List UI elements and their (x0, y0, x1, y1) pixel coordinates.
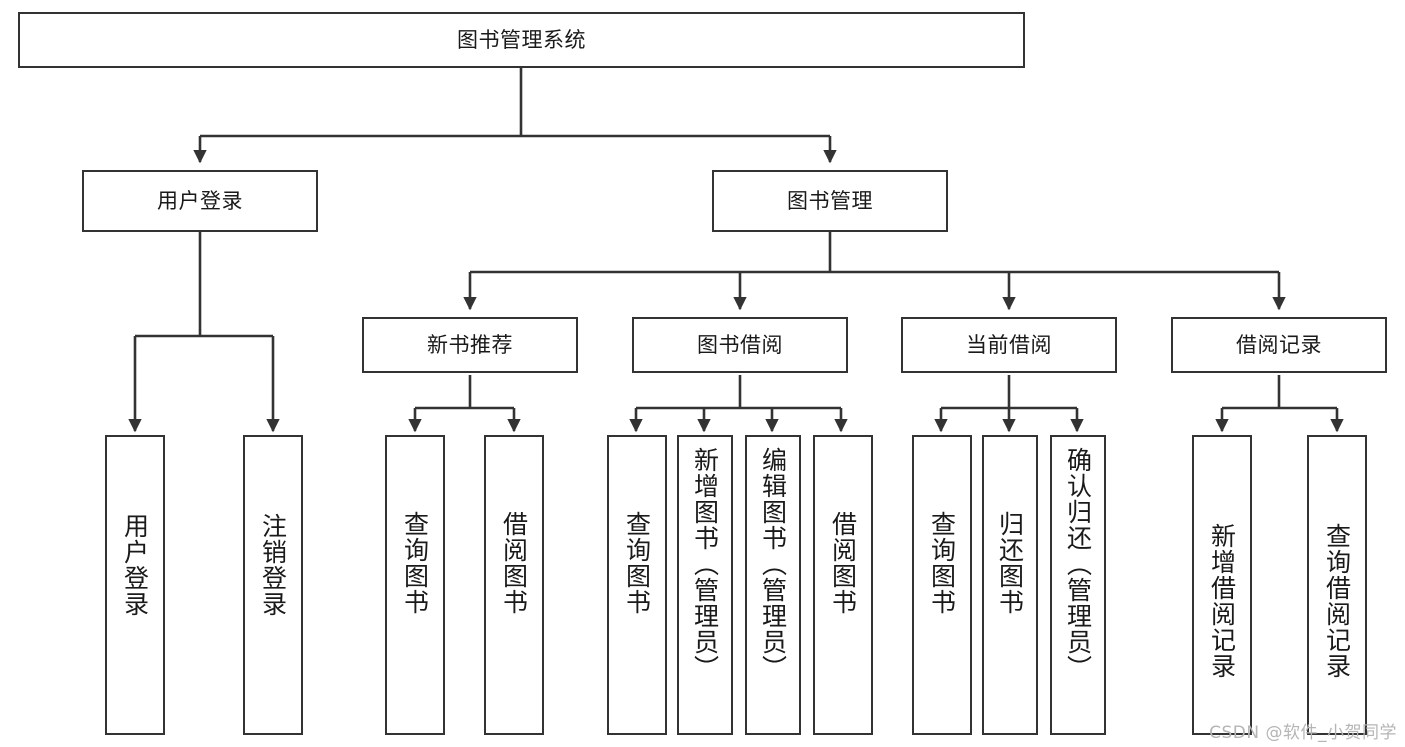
node-user-login-label: 用户登录 (157, 188, 243, 213)
node-new-book-rec-label: 新书推荐 (427, 332, 513, 357)
node-leaf-query-book-3[interactable]: 查询图书 (912, 435, 972, 735)
node-leaf-logout-login-label: 注销登录 (258, 513, 288, 617)
node-leaf-return-book-label: 归还图书 (995, 511, 1025, 615)
watermark-text: CSDN @软件_小贺同学 (1209, 723, 1397, 743)
node-new-book-rec[interactable]: 新书推荐 (362, 317, 578, 373)
node-borrow-record-label: 借阅记录 (1236, 332, 1322, 357)
node-leaf-borrow-book-2-label: 借阅图书 (828, 511, 858, 615)
node-book-manage-label: 图书管理 (787, 188, 873, 213)
node-leaf-return-book[interactable]: 归还图书 (982, 435, 1038, 735)
node-leaf-confirm-return-label: 确认归还（管理员） (1063, 447, 1093, 681)
node-leaf-query-book-1-label: 查询图书 (400, 511, 430, 615)
node-leaf-query-record-label: 查询借阅记录 (1322, 523, 1352, 679)
node-book-borrow[interactable]: 图书借阅 (632, 317, 848, 373)
node-leaf-logout-login[interactable]: 注销登录 (243, 435, 303, 735)
node-leaf-edit-book-label: 编辑图书（管理员） (758, 447, 788, 681)
node-leaf-query-book-1[interactable]: 查询图书 (385, 435, 445, 735)
node-book-manage[interactable]: 图书管理 (712, 170, 948, 232)
node-leaf-user-login-label: 用户登录 (120, 513, 150, 617)
node-leaf-borrow-book-1[interactable]: 借阅图书 (484, 435, 544, 735)
node-leaf-borrow-book-2[interactable]: 借阅图书 (813, 435, 873, 735)
node-leaf-query-book-3-label: 查询图书 (927, 511, 957, 615)
node-leaf-add-record[interactable]: 新增借阅记录 (1192, 435, 1252, 735)
node-leaf-edit-book[interactable]: 编辑图书（管理员） (745, 435, 801, 735)
node-leaf-add-book[interactable]: 新增图书（管理员） (677, 435, 733, 735)
node-leaf-query-book-2[interactable]: 查询图书 (607, 435, 667, 735)
node-root[interactable]: 图书管理系统 (18, 12, 1025, 68)
node-leaf-add-record-label: 新增借阅记录 (1207, 523, 1237, 679)
node-leaf-borrow-book-1-label: 借阅图书 (499, 511, 529, 615)
node-root-label: 图书管理系统 (457, 27, 586, 52)
node-leaf-query-book-2-label: 查询图书 (622, 511, 652, 615)
node-leaf-user-login[interactable]: 用户登录 (105, 435, 165, 735)
node-current-borrow[interactable]: 当前借阅 (901, 317, 1117, 373)
node-leaf-add-book-label: 新增图书（管理员） (690, 447, 720, 681)
node-book-borrow-label: 图书借阅 (697, 332, 783, 357)
node-leaf-confirm-return[interactable]: 确认归还（管理员） (1050, 435, 1106, 735)
node-borrow-record[interactable]: 借阅记录 (1171, 317, 1387, 373)
node-leaf-query-record[interactable]: 查询借阅记录 (1307, 435, 1367, 735)
node-current-borrow-label: 当前借阅 (966, 332, 1052, 357)
node-user-login[interactable]: 用户登录 (82, 170, 318, 232)
